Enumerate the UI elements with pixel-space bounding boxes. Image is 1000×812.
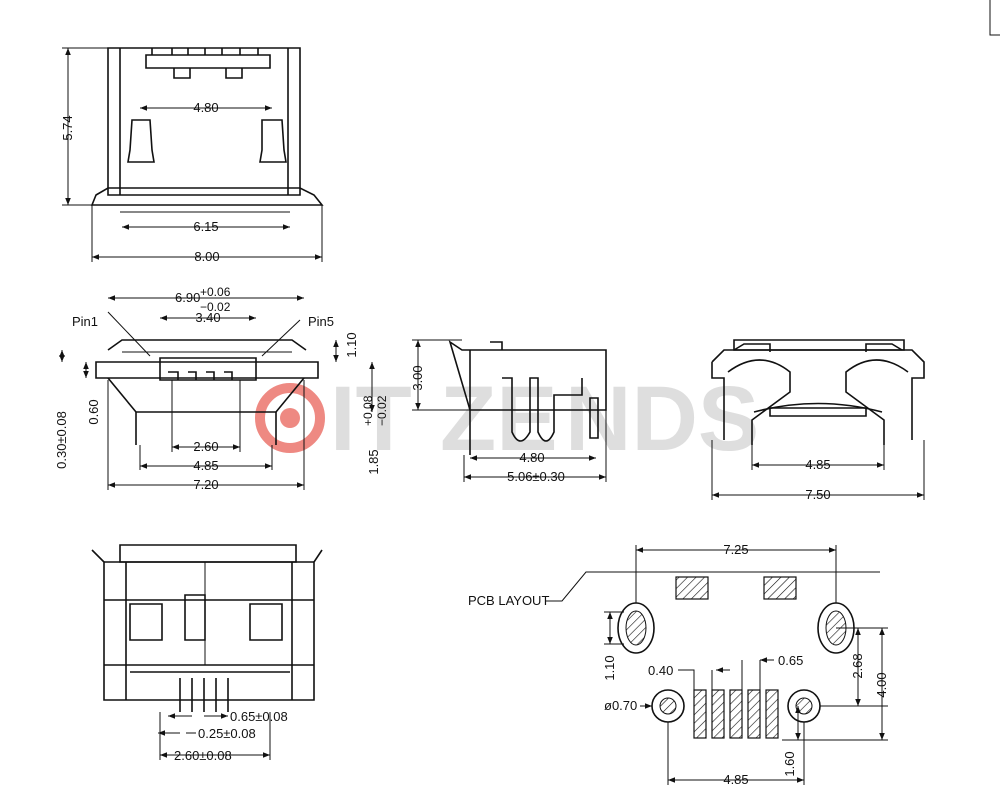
dim-top-inner-width: 6.15 [193,219,218,234]
pcb-pin-pad [693,689,707,739]
dim-front-offset: 1.10 [344,332,359,357]
dim-bottom-pin-width: 0.25±0.08 [198,726,256,741]
dim-pcb-hole-y: 1.60 [782,751,797,776]
dim-pcb-pad-span: 7.25 [723,542,748,557]
pcb-pad-hatched-right [763,576,797,600]
watermark-logo-ring [255,383,325,453]
top-view: 5.74 4.80 6.15 8.00 [60,47,324,264]
watermark-logo-dot [280,408,300,428]
dim-front-side: 0.60 [86,399,101,424]
dim-pcb-pad-width: 0.40 [648,663,673,678]
pcb-pin-pad [747,689,761,739]
dim-pcb-total-y: 4.00 [874,672,889,697]
dim-pcb-slot-height: 1.10 [602,655,617,680]
label-pin1: Pin1 [72,314,98,329]
bottom-view: 0.65±0.08 0.25±0.08 2.60±0.08 [91,544,323,763]
pcb-pin-pad [765,689,779,739]
dim-pcb-pitch: 0.65 [778,653,803,668]
label-pin5: Pin5 [308,314,334,329]
front-view: Pin1 Pin5 6.90 +0.06 −0.02 3.40 0.30±0.0… [54,285,389,492]
dim-front-pin-span: 4.85 [193,458,218,473]
pcb-pin-pad [711,689,725,739]
dim-side-height: 3.00 [410,365,425,390]
pcb-layout: PCB LAYOUT 7.25 1.10 0.40 0.65 [468,542,889,787]
dim-front-tol-minus: −0.02 [200,300,231,314]
dim-front-tol-plus: +0.06 [200,285,231,299]
dim-front-width-tol: 6.90 [175,290,200,305]
dim-front-height: 1.85 [366,449,381,474]
dim-bottom-pitch: 0.65±0.08 [230,709,288,724]
side-view: 3.00 4.80 5.06±0.30 [410,339,607,484]
dim-top-overall-width: 8.00 [194,249,219,264]
pcb-pin-pad [729,689,743,739]
dim-pcb-hole-dia: ø0.70 [604,698,637,713]
dim-top-pin-spacing: 4.80 [193,100,218,115]
dim-pcb-offset-y: 2.68 [850,653,865,678]
dim-front-height-minus: −0.02 [375,395,389,426]
watermark-text-3: NDS [565,368,759,470]
dim-front-height-plus: +0.08 [361,395,375,426]
watermark: IT ZE NDS [255,368,759,470]
dim-rear-pin-span: 4.85 [805,457,830,472]
pcb-pad-hatched-left [675,576,709,600]
frame-corner [989,0,1000,36]
dim-rear-overall-width: 7.50 [805,487,830,502]
dim-front-overall-width: 7.20 [193,477,218,492]
dim-bottom-pin-span: 2.60±0.08 [174,748,232,763]
pcb-layout-label: PCB LAYOUT [468,593,549,608]
dim-side-overall-depth: 5.06±0.30 [507,469,565,484]
dim-pcb-hole-span: 4.85 [723,772,748,787]
dim-top-height: 5.74 [60,115,75,140]
dim-side-depth: 4.80 [519,450,544,465]
dim-front-flange: 0.30±0.08 [54,411,69,469]
dim-front-inner-pins: 2.60 [193,439,218,454]
dim-front-inner-width: 3.40 [195,310,220,325]
rear-view: 4.85 7.50 [711,339,925,502]
